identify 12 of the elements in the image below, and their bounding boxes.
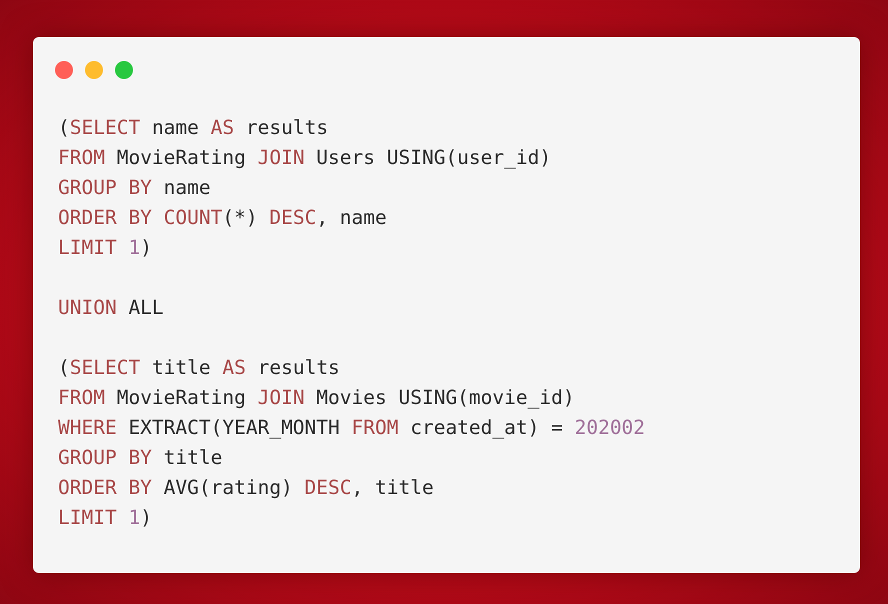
code-line: FROM MovieRating JOIN Users USING(user_id) [58,145,552,171]
code-line: GROUP BY title [58,445,222,471]
code-line: LIMIT 1) [58,505,152,531]
code-line: ORDER BY COUNT(*) DESC, name [58,205,387,231]
code-line: (SELECT title AS results [58,355,340,381]
code-line: UNION ALL [58,295,164,321]
code-line: LIMIT 1) [58,235,152,261]
code-line: WHERE EXTRACT(YEAR_MONTH FROM created_at) = 202002 [58,415,646,441]
code-line: ORDER BY AVG(rating) DESC, title [58,475,434,501]
code-line: FROM MovieRating JOIN Movies USING(movie_id) [58,385,575,411]
code-line: (SELECT name AS results [58,115,328,141]
code-line: GROUP BY name [58,175,211,201]
